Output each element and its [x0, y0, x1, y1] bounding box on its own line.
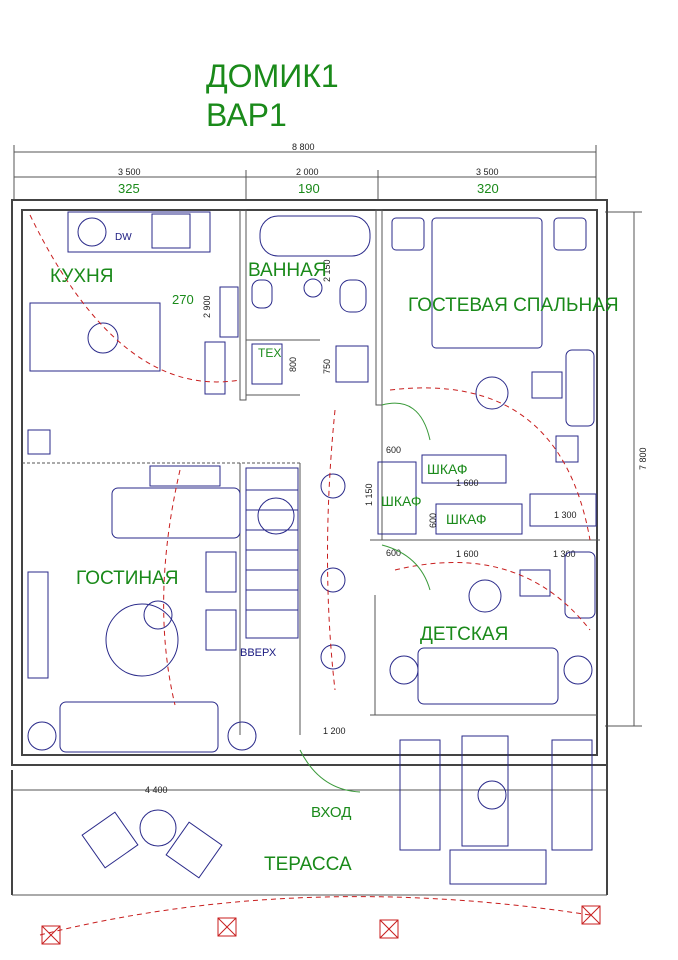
- terrace-furniture: [81, 735, 593, 885]
- room-label-children: ДЕТСКАЯ: [420, 624, 508, 645]
- dim-wardrobe2-h: 1 150: [364, 483, 374, 506]
- room-label-terrace: ТЕРАССА: [264, 854, 352, 875]
- wardrobe1-label: ШКАФ: [427, 461, 468, 477]
- kitchen-furniture: DW: [27, 211, 239, 455]
- wardrobe2-label: ШКАФ: [381, 493, 422, 509]
- room-label-tech: ТЕХ: [258, 346, 281, 360]
- dim-bath-height: 2 150: [322, 259, 332, 282]
- room-label-living: ГОСТИНАЯ: [76, 568, 178, 589]
- dim-wardrobe1-w: 600: [386, 445, 401, 455]
- dim-total-height-label: 7 800: [638, 447, 648, 470]
- bathroom-furniture: [251, 215, 371, 385]
- room-label-kitchen: КУХНЯ: [50, 266, 113, 287]
- dw-label: DW: [115, 232, 132, 243]
- plan-title-line2: ВАР1: [206, 97, 287, 133]
- dim-wardrobe-bottom-w: 600: [386, 548, 401, 558]
- dim-total-width-label: 8 800: [292, 142, 315, 152]
- dim-mid-width: 2 000: [296, 167, 319, 177]
- plan-title-line1: ДОМИК1: [206, 58, 339, 94]
- green-bath-value: 190: [298, 181, 320, 196]
- green-kitchen-height: 270: [172, 292, 194, 307]
- dim-wardrobe1-len: 1 600: [456, 478, 479, 488]
- stairs-up-label: ВВЕРХ: [240, 647, 277, 659]
- dim-right-width: 3 500: [476, 167, 499, 177]
- dim-right-w1: 1 300: [554, 510, 577, 520]
- dim-left-width: 3 500: [118, 167, 141, 177]
- doors: [299, 402, 431, 793]
- dim-wardrobe3-len: 1 600: [456, 549, 479, 559]
- wardrobes: ШКАФ ШКАФ ШКАФ 600 1 600 1 150 600 1 300…: [364, 445, 597, 559]
- dimension-total-height: 7 800: [605, 211, 648, 727]
- dimension-segments: 3 500 2 000 3 500 325 190 320: [14, 167, 596, 200]
- dim-right-w2: 1 300: [553, 549, 576, 559]
- wardrobe3-label: ШКАФ: [446, 511, 487, 527]
- dim-tech-width: 750: [322, 359, 332, 374]
- guest-bedroom-furniture: [391, 217, 595, 463]
- dim-wardrobe3-h: 600: [428, 513, 438, 528]
- dim-tech-height: 800: [288, 357, 298, 372]
- room-label-entrance: ВХОД: [311, 804, 351, 821]
- staircase: [245, 467, 299, 639]
- outer-walls: [11, 199, 608, 896]
- dim-kitchen-height: 2 900: [202, 295, 212, 318]
- dim-entrance-width: 1 200: [323, 726, 346, 736]
- dimension-total-width: 8 800: [13, 142, 597, 200]
- living-room-furniture: [27, 465, 299, 753]
- green-kitchen-value: 325: [118, 181, 140, 196]
- green-guest-value: 320: [477, 181, 499, 196]
- interior-walls: [22, 209, 600, 735]
- room-label-guest-bedroom: ГОСТЕВАЯ СПАЛЬНАЯ: [408, 295, 619, 316]
- electrical-wiring: [29, 214, 601, 945]
- dim-living-width: 4 400: [145, 785, 168, 795]
- ceiling-lights: [320, 473, 346, 670]
- room-label-bathroom: ВАННАЯ: [248, 260, 327, 281]
